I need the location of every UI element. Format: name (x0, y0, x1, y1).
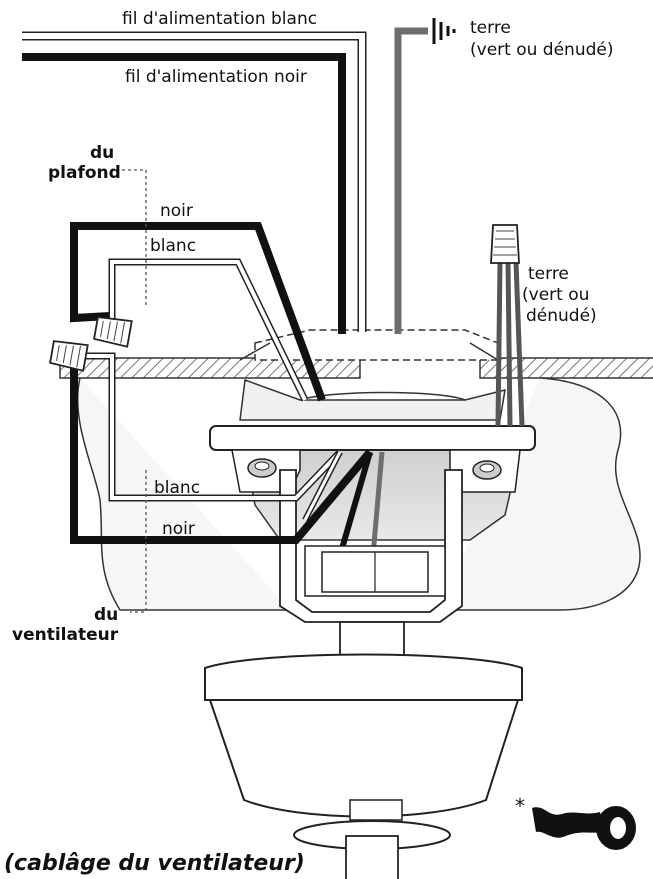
caption: (cablâge du ventilateur) (4, 851, 305, 876)
ground-icon (432, 18, 456, 44)
label-asterisk: * (515, 794, 525, 818)
fan-motor-housing (204, 653, 523, 879)
fan-junction-box (304, 545, 446, 597)
outlet-box (239, 329, 499, 361)
label-ground-right-1: terre (528, 264, 569, 284)
wire-nut-icon (490, 224, 520, 264)
white-fan-wire (60, 352, 343, 502)
wire-nut-icon (93, 316, 133, 348)
label-white-supply: fil d'alimentation blanc (122, 9, 317, 29)
label-from-ceiling-2: plafond (48, 163, 121, 183)
white-supply-wire (22, 31, 367, 332)
label-ground-top-2: (vert ou dénudé) (470, 40, 613, 60)
mounting-tab-right (449, 449, 521, 493)
ceiling-leader (122, 169, 147, 306)
ground-supply-wire (394, 27, 428, 334)
label-from-ceiling-1: du (90, 143, 114, 163)
fan-leader (130, 470, 147, 613)
ground-wires-right (495, 261, 525, 427)
hanger-bracket (279, 469, 463, 623)
label-blanc-bottom: blanc (154, 478, 200, 498)
label-ground-right-3: dénudé) (526, 306, 597, 326)
ceiling-surface (59, 357, 653, 611)
label-ground-top-1: terre (470, 18, 511, 38)
label-from-fan-1: du (94, 605, 118, 625)
black-ceiling-wire (70, 222, 326, 402)
label-ground-right-2: (vert ou (522, 285, 589, 305)
wire-nut-icon (49, 340, 89, 372)
label-black-supply: fil d'alimentation noir (125, 67, 307, 87)
label-blanc-top: blanc (150, 236, 196, 256)
black-supply-wire (22, 53, 346, 334)
label-from-fan-2: ventilateur (12, 625, 119, 645)
label-noir-top: noir (160, 201, 193, 221)
label-noir-bottom: noir (162, 519, 195, 539)
mounting-plate (209, 425, 536, 451)
electrical-tape-icon (532, 806, 636, 850)
